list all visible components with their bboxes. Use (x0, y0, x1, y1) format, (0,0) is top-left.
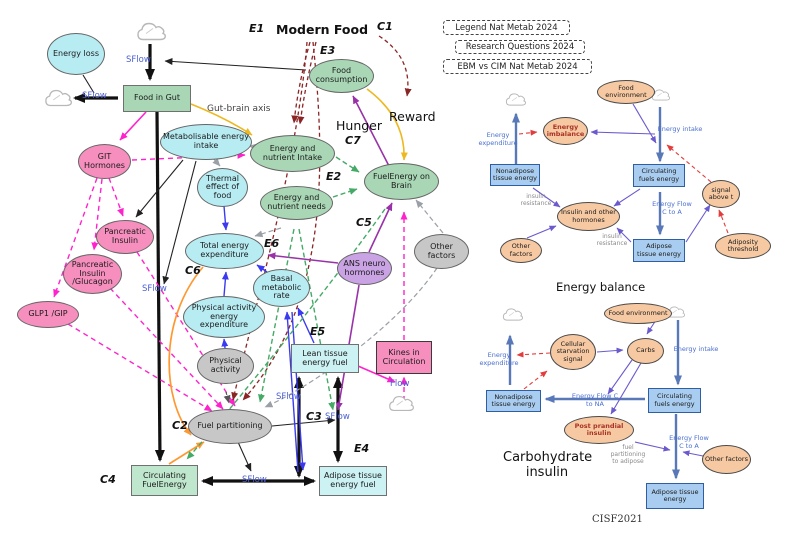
node-basal-metabolic-rate: Basal metabolic rate (253, 269, 310, 307)
ebm-node-insulin-and-other-hormones: Insulin and other hormones (557, 202, 620, 231)
node-thermal-effect-of-food: Thermal effect of food (197, 168, 248, 207)
annotation-c6: C6 (185, 264, 201, 277)
node-metabolisable-energy-intake: Metabolisable energy intake (160, 124, 252, 160)
ebm-label-insulin-resistance-1: insulin resistance (520, 193, 552, 207)
node-glp1-gip: GLP1 /GIP (17, 301, 79, 328)
flow-label-sflow-lean: SFlow (276, 392, 301, 402)
cim-label-energy-flow-c-to-na: Energy Flow C to NA (571, 392, 619, 408)
node-git-hormones: GIT Hormones (78, 144, 131, 179)
cim-node-carbs: Carbs (627, 338, 664, 364)
cim-node-nonadipose-tissue-energy: Nonadipose tissue energy (486, 390, 541, 412)
flow-label-sflow-top: SFlow (126, 55, 151, 65)
ebm-node-food-environment: Food environment (597, 80, 655, 104)
flow-label-sflow-out: SFlow (82, 91, 107, 101)
ebm-label-insulin-resistance-2: insulin resistance (596, 233, 628, 247)
ebm-node-adiposity-threshold: Adiposity threshold (715, 233, 771, 259)
ebm-node-circulating-fuels-energy: Circulating fuels energy (633, 164, 685, 187)
flow-label-sflow-bottom: SFlow (242, 475, 267, 485)
legend-item-research-questions: Research Questions 2024 (455, 40, 585, 54)
ebm-node-other-factors: Other factors (500, 238, 542, 263)
node-other-factors: Other factors (414, 234, 469, 269)
cim-node-food-environment: Food environment (604, 303, 672, 324)
node-pancreatic-insulin-glucagon: Pancreatic Insulin /Glucagon (63, 254, 122, 294)
cim-node-other-factors: Other factors (702, 445, 751, 474)
node-ans-neuro-hormones: ANS neuro hormones (337, 252, 392, 285)
annotation-c1: C1 (377, 20, 393, 33)
node-physical-activity: Physical activity (197, 348, 254, 384)
flow-label-sflow-mid: SFlow (142, 284, 167, 294)
edge-label-hunger: Hunger (336, 118, 383, 133)
node-total-energy-expenditure: Total energy expenditure (185, 233, 264, 269)
annotation-c2: C2 (172, 419, 188, 432)
ebm-label-energy-flow-c-to-a: Energy Flow C to A (652, 200, 692, 216)
cim-node-circulating-fuels-energy: Circulating fuels energy (648, 388, 701, 413)
node-lean-tissue-energy-fuel: Lean tissue energy fuel (291, 344, 359, 373)
ebm-node-energy-imbalance: Energy imbalance (543, 117, 588, 145)
node-energy-loss: Energy loss (47, 33, 105, 75)
legend-item-ebm-vs-cim: EBM vs CIM Nat Metab 2024 (443, 59, 592, 74)
annotation-e1: E1 (249, 22, 265, 35)
annotation-e5: E5 (310, 325, 326, 338)
node-pancreatic-insulin: Pancreatic Insulin (96, 220, 154, 254)
cim-label-energy-flow-c-to-a: Energy Flow C to A (669, 434, 709, 450)
annotation-e6: E6 (264, 237, 280, 250)
edge-label-modern-food: Modern Food (276, 22, 369, 37)
node-adipose-tissue-energy-fuel: Adipose tissue energy fuel (319, 466, 387, 496)
ebm-label-energy-intake: Energy intake (657, 125, 703, 133)
annotation-e3: E3 (320, 44, 336, 57)
node-fuelenergy-on-brain: FuelEnergy on Brain (364, 163, 439, 200)
cim-title: Carbohydrate insulin (503, 450, 593, 480)
node-food-in-gut: Food in Gut (123, 85, 191, 112)
flow-label-sflow-c3: SFlow (325, 412, 350, 422)
edge-label-reward: Reward (389, 109, 436, 124)
node-energy-and-nutrient-intake: Energy and nutrient Intake (250, 135, 335, 172)
annotation-c7: C7 (345, 134, 361, 147)
annotation-c3: C3 (306, 410, 322, 423)
node-energy-and-nutrient-needs: Energy and nutrient needs (260, 186, 333, 220)
node-physical-activity-energy-expenditure: Physical activity energy expenditure (183, 296, 265, 338)
node-kines-in-circulation: Kines in Circulation (376, 341, 432, 374)
cim-label-fuel-partitioning-to-adipose: fuel partitioning to adipose (610, 444, 646, 465)
annotation-c4: C4 (100, 473, 116, 486)
ebm-label-energy-expenditure: Energy expenditure (478, 131, 518, 147)
ebm-node-nonadipose-tissue-energy: Nonadipose tissue energy (490, 164, 540, 186)
cim-node-cellular-starvation-signal: Cellular starvation signal (550, 334, 596, 370)
node-food-consumption: Food consumption (309, 59, 374, 93)
cim-label-energy-expenditure: Energy expenditure (479, 351, 519, 367)
node-fuel-partitioning: Fuel partitioning (188, 409, 272, 444)
flow-label-flow-kines: Flow (390, 379, 410, 389)
node-circulating-fuelenergy: Circulating FuelEnergy (131, 465, 198, 496)
ebm-node-signal-above-t: signal above t (702, 180, 740, 208)
cim-label-energy-intake: Energy intake (673, 345, 719, 353)
ebm-node-adipose-tissue-energy: Adipose tissue energy (633, 239, 685, 262)
legend-item-legend-nat-metab: Legend Nat Metab 2024 (443, 20, 570, 35)
credit-text: CISF2021 (592, 514, 643, 525)
ebm-title: Energy balance (556, 280, 646, 294)
cim-node-post-prandial-insulin: Post prandial insulin (564, 416, 634, 444)
annotation-e2: E2 (326, 170, 342, 183)
edge-label-gut-brain-axis: Gut-brain axis (207, 104, 271, 114)
cim-node-adipose-tissue-energy: Adipose tissue energy (646, 483, 704, 509)
annotation-c5: C5 (356, 216, 372, 229)
annotation-e4: E4 (354, 442, 370, 455)
